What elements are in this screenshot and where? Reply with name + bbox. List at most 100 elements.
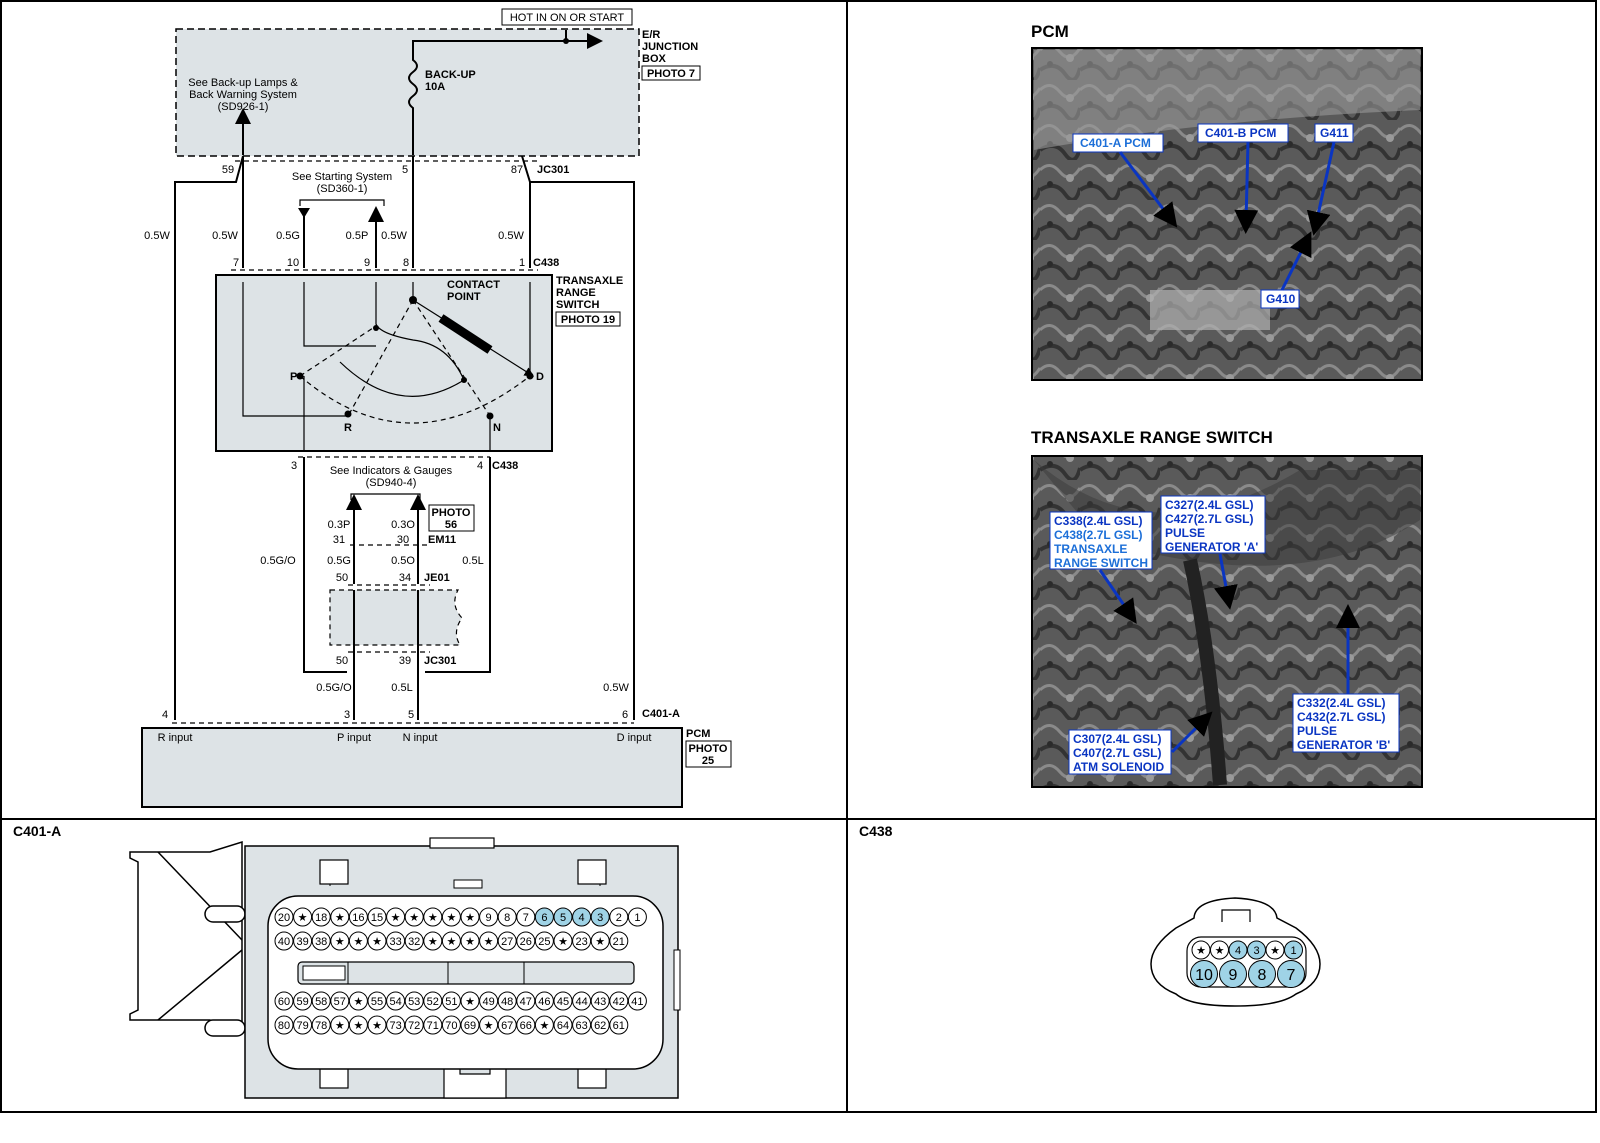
- pcm-pin-4: 4: [162, 709, 168, 721]
- svg-text:4: 4: [1235, 945, 1241, 957]
- hot-label: HOT IN ON OR START: [510, 12, 625, 24]
- pcm-box: [141, 727, 683, 808]
- indicators-ref-1: See Indicators & Gauges: [330, 465, 453, 477]
- svg-text:25: 25: [538, 936, 550, 948]
- c401a-pin: 78: [311, 1015, 331, 1035]
- c438-pin: ★: [1191, 940, 1211, 960]
- svg-text:62: 62: [594, 1020, 606, 1032]
- svg-text:★: ★: [446, 912, 456, 924]
- svg-text:★: ★: [465, 996, 475, 1008]
- svg-text:43: 43: [594, 996, 606, 1008]
- junction-box-title-1: E/R: [642, 29, 660, 41]
- c401a-pin: 62: [590, 1015, 610, 1035]
- c401a-pin: ★: [441, 907, 461, 927]
- svg-text:40: 40: [278, 936, 290, 948]
- callout-g411: G411: [1320, 126, 1349, 140]
- c401a-pin: ★: [479, 1015, 499, 1035]
- pcm-r-input: R input: [158, 732, 193, 744]
- svg-text:47: 47: [520, 996, 532, 1008]
- backup-ref-2: Back Warning System: [189, 89, 297, 101]
- c401a-pin: 7: [516, 907, 536, 927]
- svg-text:38: 38: [315, 936, 327, 948]
- c401a-pin: 9: [479, 907, 499, 927]
- callout-c307-1: C307(2.4L GSL): [1073, 732, 1161, 746]
- c438-pin: 7: [1277, 960, 1305, 988]
- pcm-p-input: P input: [337, 732, 371, 744]
- pin-3: 3: [291, 460, 297, 472]
- c401a-pin: 15: [367, 907, 387, 927]
- indicators-ref-2: (SD940-4): [366, 477, 417, 489]
- svg-text:16: 16: [352, 912, 364, 924]
- pcm-pin-3: 3: [344, 709, 350, 721]
- svg-text:26: 26: [520, 936, 532, 948]
- pin-50b: 50: [336, 655, 348, 667]
- wire-31-size: 0.3P: [328, 519, 351, 531]
- svg-text:★: ★: [335, 912, 345, 924]
- c401a-pin: 54: [386, 991, 406, 1011]
- pos-p: P: [290, 371, 297, 383]
- pin-1: 1: [519, 257, 525, 269]
- c401a-pin: ★: [348, 1015, 368, 1035]
- svg-text:★: ★: [484, 1020, 494, 1032]
- c401a-pin: 38: [311, 931, 331, 951]
- svg-text:9: 9: [486, 912, 492, 924]
- c401a-pin: 59: [293, 991, 313, 1011]
- c401a-pin: ★: [330, 931, 350, 951]
- trs-title-3: SWITCH: [556, 299, 599, 311]
- backup-fuse: [408, 33, 603, 155]
- c401a-pin: 67: [497, 1015, 517, 1035]
- c401a-pin: 71: [423, 1015, 443, 1035]
- pcm-n-input: N input: [403, 732, 438, 744]
- hot-label-box: [501, 8, 633, 26]
- svg-text:★: ★: [428, 912, 438, 924]
- c401a-pin: 44: [572, 991, 592, 1011]
- svg-text:7: 7: [1287, 967, 1296, 984]
- c401a-pin: 70: [441, 1015, 461, 1035]
- wire-9-size: 0.5P: [346, 230, 369, 242]
- svg-text:1: 1: [634, 912, 640, 924]
- svg-text:52: 52: [427, 996, 439, 1008]
- c401a-pin: 60: [274, 991, 294, 1011]
- svg-text:★: ★: [558, 936, 568, 948]
- svg-text:2: 2: [616, 912, 622, 924]
- pos-n: N: [493, 422, 501, 434]
- junction-box-title-2: JUNCTION: [642, 41, 698, 53]
- pin-4: 4: [477, 460, 483, 472]
- callout-c338-3: TRANSAXLE: [1054, 542, 1127, 556]
- svg-text:★: ★: [1270, 945, 1280, 957]
- c401a-pin: ★: [330, 1015, 350, 1035]
- pcm-title: PCM: [686, 728, 710, 740]
- c401a-pin: 48: [497, 991, 517, 1011]
- pcm-photo-title: PCM: [1031, 22, 1069, 41]
- svg-text:★: ★: [372, 1020, 382, 1032]
- photo56-box: [428, 504, 475, 532]
- wire-l2-size: 0.5L: [391, 682, 412, 694]
- transaxle-range-switch-box: [215, 274, 553, 452]
- svg-text:★: ★: [335, 1020, 345, 1032]
- c401a-pin: 40: [274, 931, 294, 951]
- je01-label: JE01: [424, 572, 450, 584]
- svg-text:45: 45: [557, 996, 569, 1008]
- c401a-pin: 63: [572, 1015, 592, 1035]
- svg-text:33: 33: [389, 936, 401, 948]
- svg-text:1: 1: [1290, 945, 1296, 957]
- c401a-pin: 80: [274, 1015, 294, 1035]
- starting-ref-1: See Starting System: [292, 171, 392, 183]
- c401a-pin: 1: [627, 907, 647, 927]
- svg-text:★: ★: [353, 996, 363, 1008]
- svg-text:39: 39: [296, 936, 308, 948]
- pcm-pin-5: 5: [408, 709, 414, 721]
- pin-50a: 50: [336, 572, 348, 584]
- svg-text:8: 8: [504, 912, 510, 924]
- svg-text:4: 4: [579, 912, 585, 924]
- c438-top-label: C438: [533, 257, 559, 269]
- wire-59-size: 0.5W: [212, 230, 238, 242]
- svg-text:23: 23: [575, 936, 587, 948]
- wire-34-size: 0.5O: [391, 555, 415, 567]
- backup-ref-3: (SD926-1): [218, 101, 269, 113]
- svg-text:32: 32: [408, 936, 420, 948]
- c401a-pin: ★: [367, 931, 387, 951]
